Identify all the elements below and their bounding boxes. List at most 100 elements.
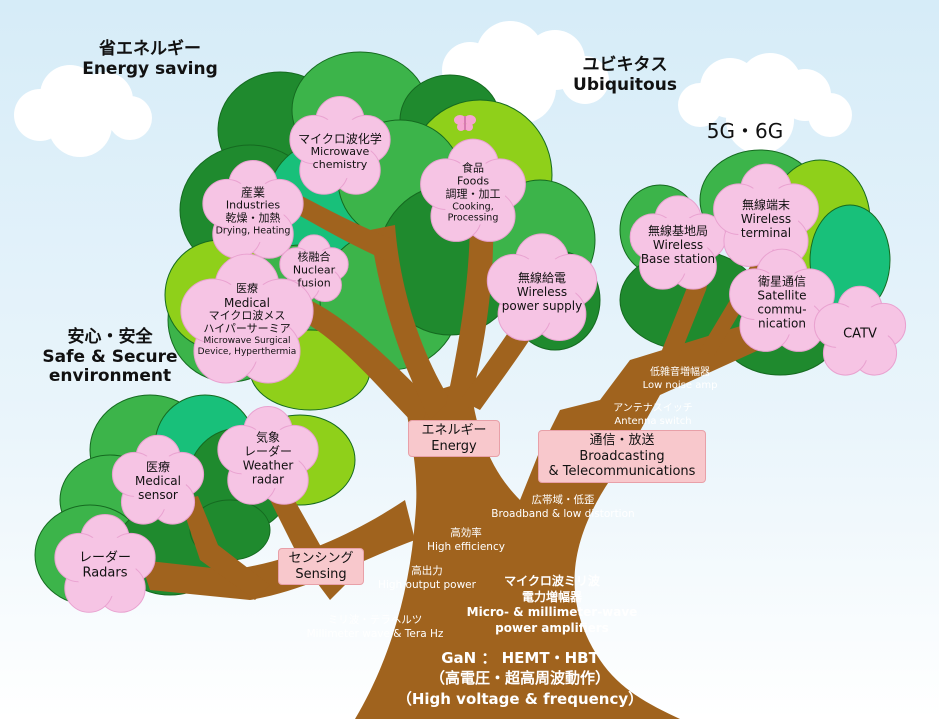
flower-base-station-l1: 無線基地局	[647, 223, 708, 238]
text-high-efficiency-en: High efficiency	[427, 540, 505, 553]
trunk	[355, 320, 770, 719]
petal-center	[309, 117, 371, 179]
petal-center	[440, 160, 506, 226]
flower-base-station-l2: Wireless	[652, 237, 704, 252]
text-low-noise-amp-ja: 低雑音増幅器	[650, 367, 710, 378]
flower-blossoms	[54, 96, 907, 613]
blossom-weather-radar	[217, 406, 319, 505]
branch-industries	[280, 190, 395, 260]
flower-catv-l1: CATV	[843, 326, 877, 342]
heading-5g-6g: 5G・6G	[706, 119, 784, 143]
text-power-amplifiers-en2: power amplifiers	[495, 620, 609, 635]
cloud-puff	[108, 96, 152, 140]
tag-energy-ja: エネルギー	[421, 423, 487, 438]
flower-weather-radar: 気象 レーダー Weather radar	[243, 431, 294, 488]
heading-ubiquitous-en: Ubiquitous	[573, 74, 677, 95]
cloud-3	[14, 65, 152, 157]
flower-weather-radar-l3: Weather	[242, 459, 294, 473]
blossom-radars	[54, 514, 156, 613]
text-high-output-en: High output power	[378, 578, 476, 591]
heading-ubiquitous: ユビキタス Ubiquitous	[555, 55, 695, 95]
flower-catv: CATV	[843, 326, 877, 341]
heading-safe-secure: 安心・安全 Safe & Secure environment	[25, 327, 195, 387]
heading-safe-secure-en2: environment	[48, 366, 172, 387]
flower-foods-l1: 食品	[462, 161, 484, 175]
tag-broadcasting-en1: Broadcasting	[579, 448, 665, 464]
flower-medical-l4: ハイパーサーミア	[203, 321, 291, 335]
text-antenna-switch: アンテナスイッチ Antenna switch	[598, 402, 708, 428]
branch-left-low	[140, 500, 415, 600]
tag-energy-en: Energy	[431, 438, 477, 454]
text-gan-l2: （高電圧・超高周波動作）	[429, 669, 610, 688]
flower-wireless-power-l2: Wireless	[516, 284, 568, 299]
text-gan-l1: GaN ： HEMT・HBT	[441, 649, 599, 667]
flower-nuclear-fusion-l3: fusion	[297, 276, 331, 290]
petal-center	[74, 535, 136, 597]
text-broadband-ja: 広帯域・低歪	[531, 494, 595, 506]
text-antenna-switch-ja: アンテナスイッチ	[613, 403, 693, 414]
tag-sensing-en: Sensing	[295, 566, 347, 582]
tag-energy: エネルギー Energy	[408, 420, 500, 458]
blossom-microwave-chemistry	[289, 96, 391, 195]
petal-center	[130, 454, 186, 510]
clouds	[14, 21, 852, 157]
heading-safe-secure-en1: Safe & Secure	[42, 346, 178, 367]
flower-nuclear-fusion-l1: 核融合	[297, 250, 331, 264]
cloud-puff	[561, 56, 609, 104]
heading-energy-saving: 省エネルギー Energy saving	[70, 39, 230, 79]
flower-wireless-power-l3: power supply	[501, 299, 583, 314]
cloud-2	[678, 53, 852, 154]
blossom-foods	[420, 138, 526, 242]
tag-sensing: センシング Sensing	[278, 548, 364, 586]
text-power-amplifiers-ja1: マイクロ波ミリ波	[504, 574, 600, 588]
petal-center	[749, 270, 815, 336]
flower-medical-l5: Microwave Surgical	[203, 335, 291, 346]
blossom-nuclear-fusion	[279, 234, 349, 303]
flower-satellite-l3: commu-	[757, 303, 807, 317]
flower-foods-l4: Cooking,	[452, 201, 494, 213]
flower-microwave-chemistry-l2: Microwave	[310, 145, 370, 159]
branch-upper-left	[370, 225, 450, 420]
text-mm-wave: ミリ波・テラヘルツ Millimeter wave & Tera Hz	[300, 614, 450, 641]
flower-satellite: 衛星通信 Satellite commu- nication	[757, 275, 806, 332]
text-low-noise-amp: 低雑音増幅器 Low noise amp	[630, 366, 730, 392]
flower-medical-l2: Medical	[224, 295, 270, 310]
flower-wireless-power-l1: 無線給電	[517, 270, 566, 285]
flower-foods-l2: Foods	[456, 174, 490, 188]
text-mm-wave-en: Millimeter wave & Tera Hz	[306, 627, 444, 640]
petal-center	[508, 256, 576, 324]
flower-wireless-power: 無線給電 Wireless power supply	[502, 271, 582, 313]
flower-nuclear-fusion-l2: Nuclear	[292, 263, 336, 277]
flower-nuclear-fusion: 核融合 Nuclear fusion	[292, 250, 336, 291]
petal-center	[648, 215, 708, 275]
branch-medical-sensor	[180, 496, 270, 600]
blossom-wireless-power	[486, 233, 598, 341]
text-antenna-switch-en: Antenna switch	[614, 416, 692, 427]
flower-satellite-l2: Satellite	[757, 288, 807, 303]
flower-microwave-chemistry-l1: マイクロ波化学	[298, 131, 382, 146]
flower-medical-sensor-l2: Medical	[135, 473, 181, 488]
flower-weather-radar-l4: radar	[251, 473, 285, 488]
petal-center	[293, 249, 335, 291]
petal-center	[832, 305, 888, 361]
flower-medical-sensor: 医療 Medical sensor	[135, 460, 181, 502]
flower-medical: 医療 Medical マイクロ波メス ハイパーサーミア Microwave Su…	[197, 282, 297, 357]
blossom-medical-sensor	[111, 434, 205, 525]
flower-wireless-terminal-l3: terminal	[740, 226, 792, 241]
text-power-amplifiers-ja2: 電力増幅器	[521, 589, 582, 604]
flower-satellite-l1: 衛星通信	[757, 274, 807, 289]
heading-energy-saving-ja: 省エネルギー	[99, 39, 201, 59]
blossom-industries	[202, 160, 304, 259]
text-high-efficiency-ja: 高効率	[450, 527, 482, 539]
flower-wireless-terminal-l2: Wireless	[740, 211, 792, 226]
flower-radars-l1: レーダー	[78, 550, 132, 566]
flower-microwave-chemistry: マイクロ波化学 Microwave chemistry	[298, 132, 382, 172]
flower-microwave-chemistry-l3: chemistry	[312, 158, 368, 172]
blossom-medical	[180, 253, 314, 384]
flower-medical-l6: Device, Hyperthermia	[197, 346, 297, 357]
text-broadband: 広帯域・低歪 Broadband & low distortion	[488, 494, 638, 521]
text-high-efficiency: 高効率 High efficiency	[416, 527, 516, 554]
flower-wireless-terminal: 無線端末 Wireless terminal	[741, 198, 791, 240]
heading-energy-saving-en: Energy saving	[82, 58, 218, 79]
